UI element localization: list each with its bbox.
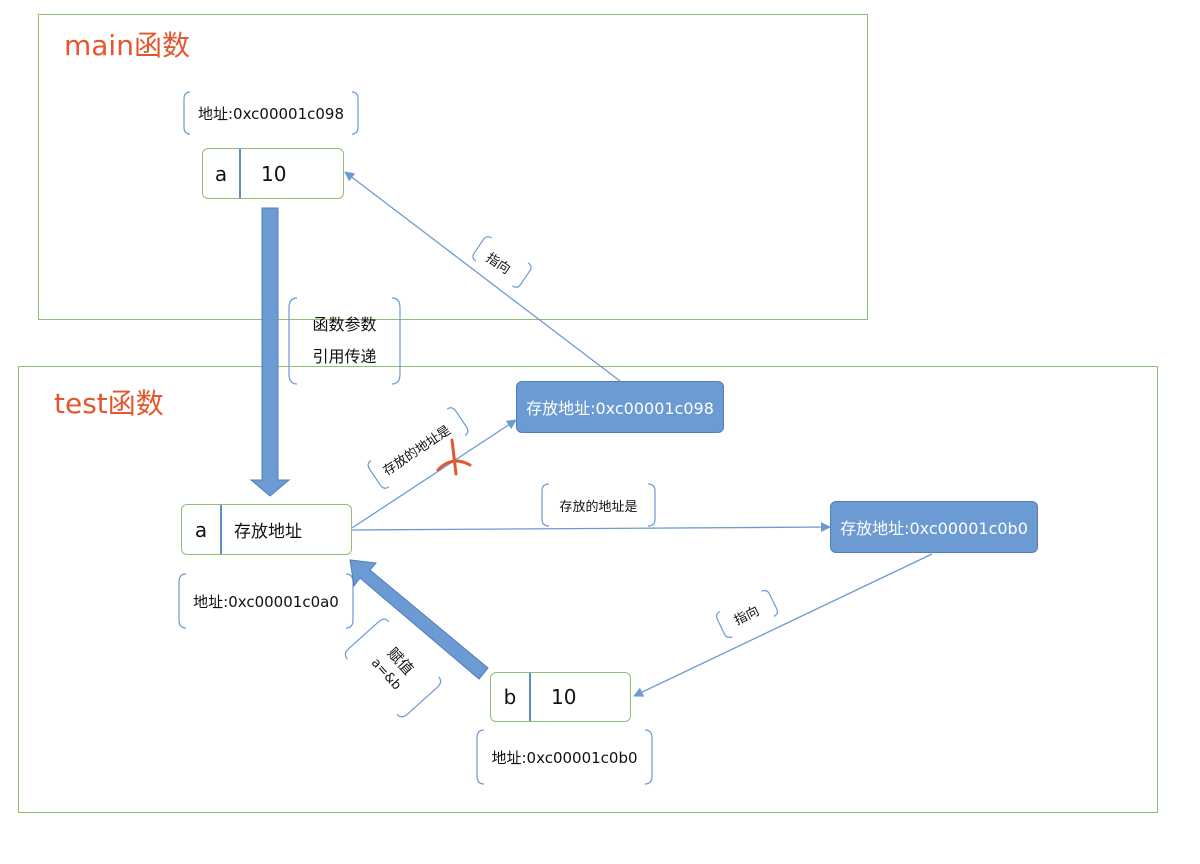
test-b-divider (529, 673, 531, 721)
test-a-value: 存放地址 (234, 522, 302, 542)
param-label-line2: 引用传递 (312, 347, 377, 366)
test-b-address: 地址:0xc00001c0b0 (491, 748, 638, 767)
main-a-address: 地址:0xc00001c098 (197, 104, 345, 123)
arrow-test-a-to-blue2 (351, 522, 831, 533)
test-function-title: test函数 (54, 387, 164, 420)
test-b-value: 10 (551, 685, 577, 709)
arrow-blue2-to-test-b (633, 553, 933, 697)
main-a-name: a (214, 161, 228, 186)
cross-mark (436, 438, 472, 476)
test-a-address: 地址:0xc00001c0a0 (193, 592, 339, 611)
bracket-main-a-address (183, 91, 359, 135)
test-function-frame (18, 366, 1158, 813)
test-variable-a: a 存放地址 (181, 504, 352, 555)
bracket-param (288, 297, 401, 385)
test-a-divider (220, 505, 222, 554)
param-pass-arrow (249, 207, 291, 497)
main-function-frame (38, 14, 868, 320)
bracket-points-to-1 (472, 236, 532, 288)
param-label: 函数参数 引用传递 (297, 306, 392, 376)
stored-address-label: 存放的地址是 (559, 499, 638, 515)
test-b-name: b (503, 685, 517, 709)
main-variable-a: a 10 (202, 148, 344, 199)
stored-address-box-1: 存放地址:0xc00001c098 (516, 381, 724, 433)
main-a-value: 10 (261, 161, 287, 186)
stored-address-box-2: 存放地址:0xc00001c0b0 (830, 501, 1038, 553)
bracket-test-a-address (178, 573, 354, 629)
arrow-blue1-to-main-a (344, 171, 621, 382)
bracket-stored-addr-crossed (367, 407, 469, 489)
test-a-name: a (194, 517, 208, 542)
arrow-test-a-to-blue1 (351, 419, 517, 529)
bracket-stored-addr (541, 483, 656, 527)
bracket-test-b-address (476, 729, 653, 785)
test-variable-b: b 10 (490, 672, 631, 722)
main-a-divider (239, 149, 241, 198)
assign-arrow (349, 559, 489, 680)
main-function-title: main函数 (64, 29, 190, 62)
bracket-assign (344, 618, 442, 718)
param-label-line1: 函数参数 (312, 315, 377, 334)
bracket-points-to-2 (715, 589, 779, 639)
